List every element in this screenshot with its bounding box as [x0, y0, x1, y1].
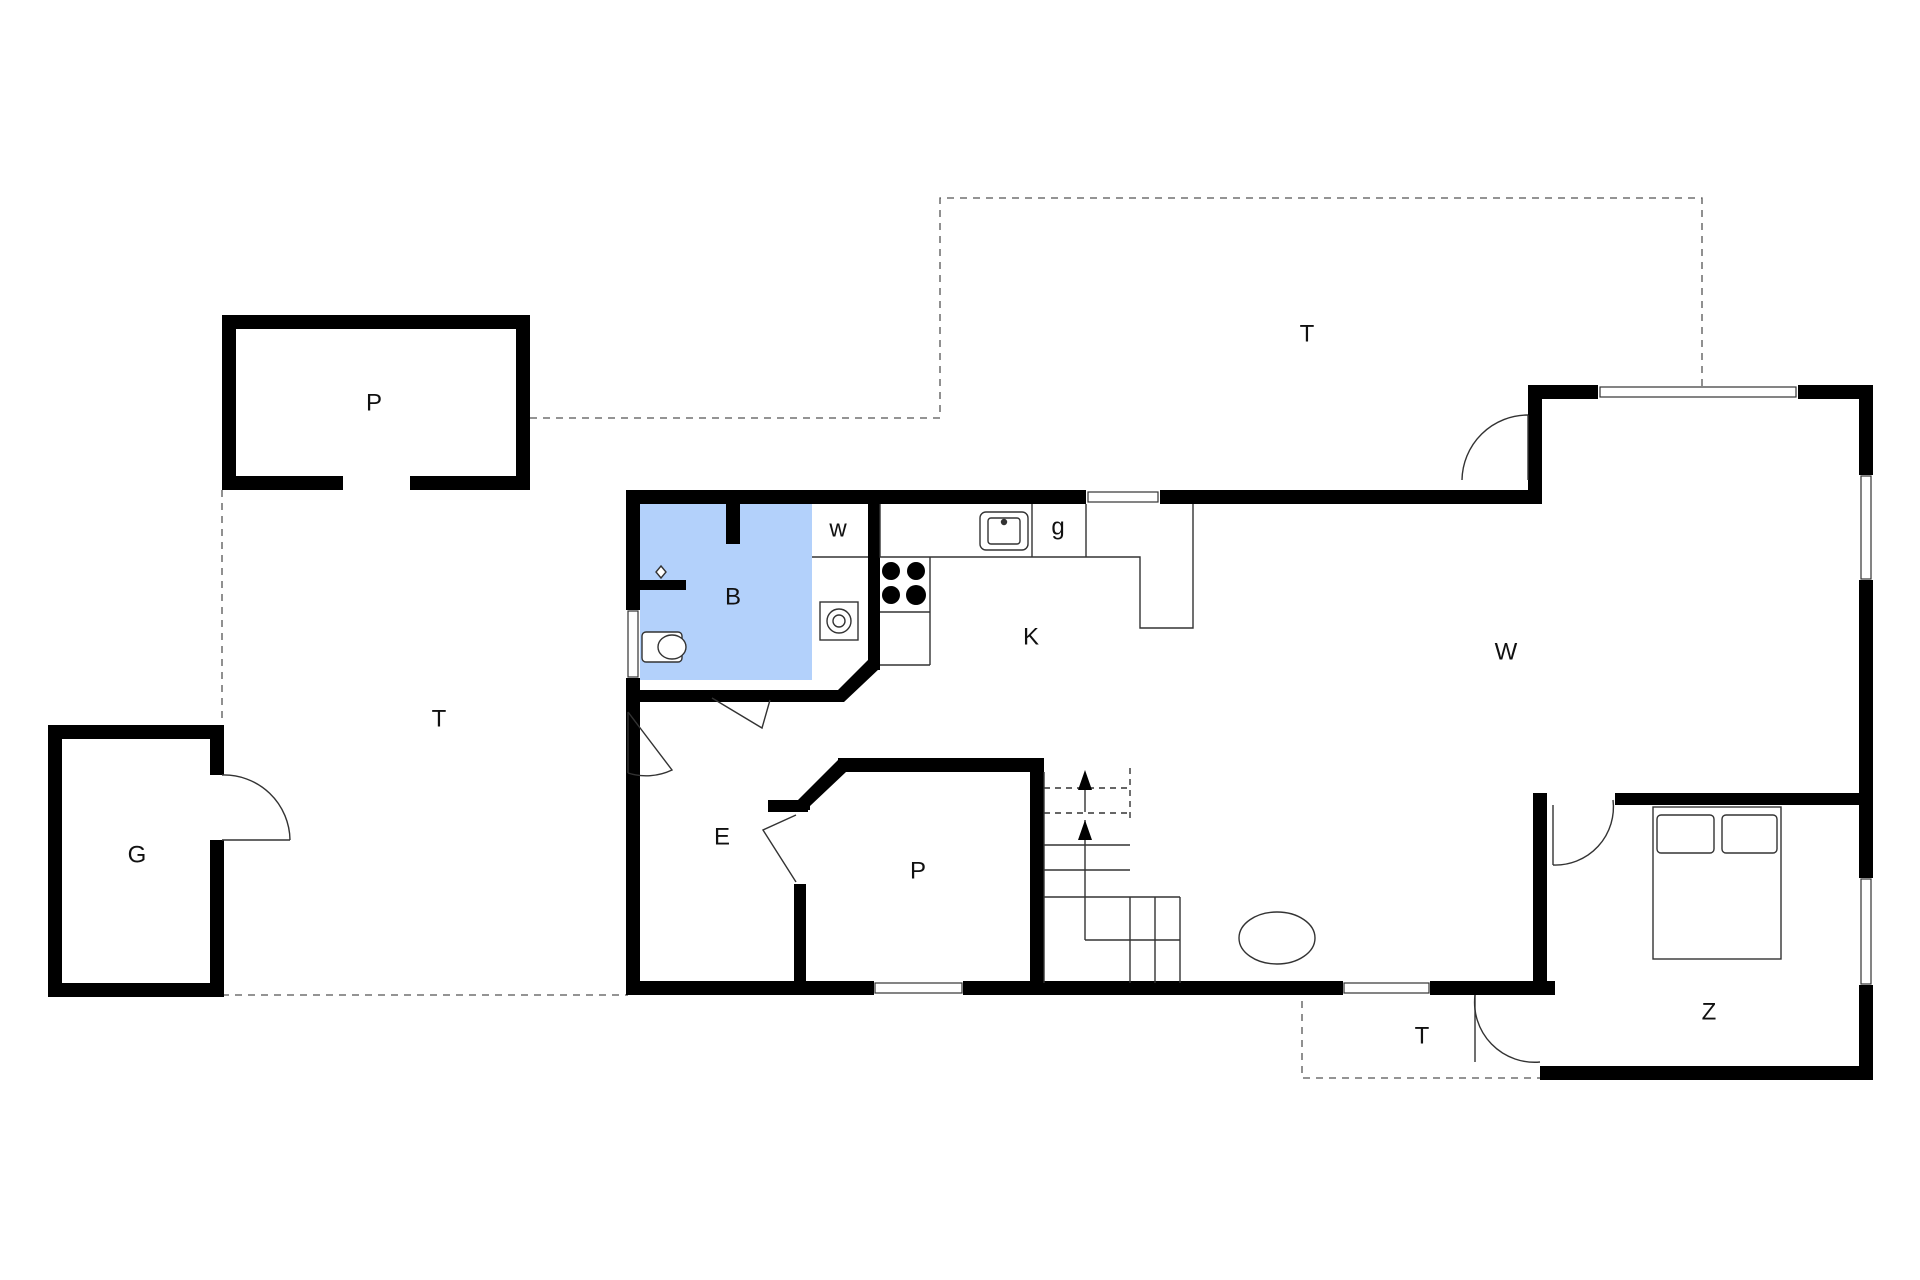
room-labels: T P T G B w g K W E P Z T [128, 320, 1717, 1049]
shower-icon [655, 564, 667, 580]
room-label-terrace-south: T [1415, 1022, 1430, 1049]
bathroom-floor [640, 502, 812, 680]
room-label-entrance: E [714, 823, 730, 850]
walls [48, 315, 1873, 1080]
room-label-kitchen: K [1023, 623, 1039, 650]
room-label-terrace-west: T [432, 705, 447, 732]
terrace-outlines [221, 197, 1703, 1079]
window-icon [627, 610, 639, 678]
room-label-utility: w [828, 515, 847, 542]
room-label-garage: G [128, 841, 147, 868]
room-label-living: W [1495, 638, 1518, 665]
door-swing-icon [221, 774, 291, 841]
door-swing-icon [627, 711, 674, 777]
room-label-terrace-north: T [1300, 320, 1315, 347]
room-label-shed: P [366, 389, 382, 416]
washbasin-icon [819, 601, 859, 641]
door-swing-icon [1473, 994, 1541, 1063]
kitchen-counters [812, 504, 1194, 666]
door-swing-icon [711, 697, 771, 730]
stove-icon [882, 562, 926, 605]
windows [627, 386, 1872, 994]
toilet-icon [641, 631, 687, 663]
doors [221, 414, 1615, 1063]
room-label-bathroom: B [725, 583, 741, 610]
door-swing-icon [1461, 414, 1529, 481]
bed-icon [1652, 806, 1782, 960]
door-swing-icon [1552, 799, 1615, 866]
sink-icon [979, 511, 1029, 551]
window-icon [1599, 386, 1797, 398]
room-label-bedroom: Z [1702, 998, 1717, 1025]
room-label-pantry: P [910, 857, 926, 884]
window-icon [1343, 982, 1430, 994]
dining-table-icon [1238, 911, 1316, 965]
window-icon [1860, 878, 1872, 985]
room-label-kitchen-g: g [1051, 513, 1064, 540]
door-swing-icon [761, 814, 797, 883]
window-icon [1860, 475, 1872, 580]
window-icon [1087, 491, 1159, 503]
bathroom-fixtures [641, 564, 859, 663]
stairs-icon [1043, 768, 1181, 983]
window-icon [874, 982, 963, 994]
